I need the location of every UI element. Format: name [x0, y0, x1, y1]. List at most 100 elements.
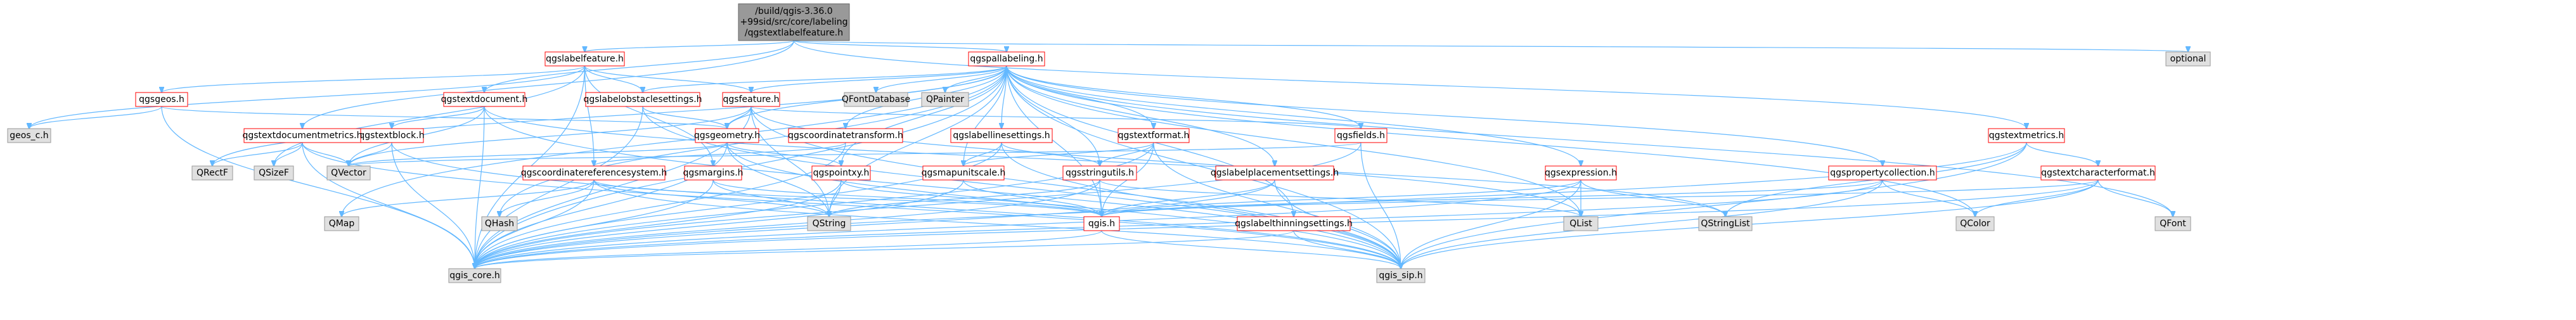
node-label-qgscoordinatereferencesystem: qgscoordinatereferencesystem.h — [521, 168, 667, 178]
edge-qgspallabeling-to-qgsstringutils — [1006, 65, 1100, 166]
edge-qgstextmetrics-to-qgis_sip — [1401, 142, 2027, 269]
node-qgis_sip: qgis_sip.h — [1376, 268, 1426, 283]
edge-qgsstringutils-to-qgis — [1100, 179, 1102, 217]
edge-qgspointxy-to-qgis — [840, 179, 1102, 217]
node-box-qgspropertycollection — [1828, 165, 1937, 181]
node-qgsexpression[interactable]: qgsexpression.h — [1545, 165, 1617, 181]
edge-qgstextformat-to-qgis_sip — [1153, 142, 1401, 269]
node-box-qgis_core — [448, 268, 501, 283]
edge-qgspallabeling-to-qgsfeature — [751, 65, 1007, 93]
edge-qgstextblock-to-qgis_core — [391, 142, 475, 269]
edge-qgis-to-qgis_sip — [1101, 230, 1401, 269]
edge-root-to-qgslabelfeature — [585, 40, 795, 52]
edge-qgscoordinatereferencesystem-to-QHash — [499, 179, 595, 217]
edge-qgsgeometry-to-QString — [726, 142, 829, 217]
node-label-QPainter: QPainter — [926, 94, 964, 105]
edge-qgstextblock-to-qgis_sip — [391, 142, 1401, 269]
edge-qgsgeometry-to-qgspointxy — [726, 142, 841, 166]
node-qgsstringutils[interactable]: qgsstringutils.h — [1062, 165, 1137, 181]
node-qgspointxy[interactable]: qgspointxy.h — [811, 165, 871, 181]
node-QString: QString — [807, 216, 851, 231]
edge-qgslabelplacementsettings-to-qgis_core — [475, 179, 1275, 269]
node-qgis[interactable]: qgis.h — [1083, 216, 1120, 231]
node-box-optional — [2165, 51, 2211, 67]
node-label-qgsstringutils: qgsstringutils.h — [1066, 168, 1134, 178]
edge-qgslabelfeature-to-qgsmargins — [584, 65, 714, 166]
node-box-QMap — [324, 216, 359, 231]
edge-qgsmapunitscale-to-qgis_core — [475, 179, 964, 269]
edge-qgsexpression-to-QStringList — [1580, 179, 1725, 217]
node-root[interactable]: /build/qgis-3.36.0+99sid/src/core/labeli… — [738, 3, 850, 41]
node-qgslabelobstaclesettings[interactable]: qgslabelobstaclesettings.h — [583, 92, 702, 107]
node-label-qgspallabeling: qgspallabeling.h — [970, 54, 1043, 64]
node-qgsgeos[interactable]: qgsgeos.h — [135, 92, 188, 107]
node-qgstextdocumentmetrics[interactable]: qgstextdocumentmetrics.h — [242, 128, 363, 143]
edge-qgslabellinesettings-to-qgsstringutils — [1001, 142, 1100, 166]
node-qgsgeometry[interactable]: qgsgeometry.h — [694, 128, 760, 143]
edge-qgsfeature-to-QVector — [349, 106, 752, 166]
edge-qgscoordinatereferencesystem-to-qgis — [593, 179, 1102, 217]
edge-qgsgeos-to-qgis_core — [161, 106, 475, 269]
node-qgstextcharacterformat[interactable]: qgstextcharacterformat.h — [2040, 165, 2156, 181]
node-qgstextmetrics[interactable]: qgstextmetrics.h — [1988, 128, 2065, 143]
edge-qgstextdocumentmetrics-to-QRectF — [212, 142, 303, 166]
node-box-qgsfields — [1334, 128, 1388, 143]
node-qgslabelfeature[interactable]: qgslabelfeature.h — [544, 51, 625, 67]
node-label-QVector: QVector — [331, 168, 366, 178]
node-label-QColor: QColor — [1960, 219, 1990, 229]
edge-qgspallabeling-to-qgslabellinesettings — [1001, 65, 1007, 129]
node-label-qgsmargins: qgsmargins.h — [683, 168, 743, 178]
node-box-qgstextcharacterformat — [2040, 165, 2156, 181]
edge-qgstextformat-to-qgsmapunitscale — [963, 142, 1154, 166]
node-box-qgspointxy — [811, 165, 871, 181]
node-qgsmargins[interactable]: qgsmargins.h — [683, 165, 744, 181]
edge-qgsgeometry-to-QVector — [349, 142, 728, 166]
node-qgslabellinesettings[interactable]: qgslabellinesettings.h — [950, 128, 1053, 143]
node-box-qgslabelplacementsettings — [1215, 165, 1334, 181]
node-label-QList: QList — [1569, 219, 1592, 229]
node-box-qgstextformat — [1117, 128, 1190, 143]
node-label-qgspropertycollection: qgspropertycollection.h — [1830, 168, 1935, 178]
edge-qgslabelfeature-to-QSizeF — [274, 65, 586, 166]
edge-qgslabelfeature-to-geos_c — [29, 65, 586, 129]
node-qgslabelthinningsettings[interactable]: qgslabelthinningsettings.h — [1235, 216, 1353, 231]
node-QSizeF: QSizeF — [254, 165, 294, 181]
node-qgis_core: qgis_core.h — [448, 268, 501, 283]
node-qgstextformat[interactable]: qgstextformat.h — [1117, 128, 1190, 143]
edge-root-to-qgstextdocumentmetrics — [302, 40, 795, 129]
node-qgsmapunitscale[interactable]: qgsmapunitscale.h — [922, 165, 1006, 181]
node-qgstextdocument[interactable]: qgstextdocument.h — [441, 92, 528, 107]
node-box-qgsmapunitscale — [922, 165, 1005, 181]
node-optional: optional — [2165, 51, 2211, 67]
node-QMap: QMap — [324, 216, 359, 231]
node-qgsfields[interactable]: qgsfields.h — [1334, 128, 1388, 143]
node-label-qgslabellinesettings: qgslabellinesettings.h — [953, 131, 1050, 141]
edge-qgstextcharacterformat-to-QFont — [2097, 179, 2173, 217]
node-qgslabelplacementsettings[interactable]: qgslabelplacementsettings.h — [1211, 165, 1339, 181]
node-qgscoordinatetransform[interactable]: qgscoordinatetransform.h — [788, 128, 903, 143]
edge-qgstextmetrics-to-qgstextcharacterformat — [2026, 142, 2098, 166]
edge-qgsexpression-to-qgis_core — [475, 179, 1581, 269]
edge-qgstextcharacterformat-to-qgis — [1102, 179, 2099, 217]
node-label-qgstextmetrics: qgstextmetrics.h — [1989, 131, 2064, 141]
node-qgsfeature[interactable]: qgsfeature.h — [722, 92, 780, 107]
node-QVector: QVector — [326, 165, 371, 181]
node-label-qgsfeature: qgsfeature.h — [723, 94, 780, 105]
node-qgspallabeling[interactable]: qgspallabeling.h — [968, 51, 1045, 67]
node-qgstextblock[interactable]: qgstextblock.h — [359, 128, 425, 143]
node-box-qgsmargins — [684, 165, 742, 181]
node-QFont: QFont — [2154, 216, 2191, 231]
node-QFontDatabase: QFontDatabase — [842, 92, 910, 107]
node-qgspropertycollection[interactable]: qgspropertycollection.h — [1828, 165, 1937, 181]
node-box-qgslabelfeature — [544, 51, 625, 67]
edge-qgscoordinatereferencesystem-to-QString — [593, 179, 829, 217]
node-label-qgstextdocument: qgstextdocument.h — [441, 94, 528, 105]
edge-qgspallabeling-to-QFontDatabase — [876, 65, 1007, 93]
node-qgscoordinatereferencesystem[interactable]: qgscoordinatereferencesystem.h — [521, 165, 667, 181]
edge-qgstextcharacterformat-to-QColor — [1975, 179, 2099, 217]
node-label-qgspointxy: qgspointxy.h — [813, 168, 870, 178]
node-box-qgslabelobstaclesettings — [585, 92, 700, 107]
edge-qgscoordinatereferencesystem-to-qgis_sip — [593, 179, 1401, 269]
edge-qgsstringutils-to-QString — [829, 179, 1100, 217]
